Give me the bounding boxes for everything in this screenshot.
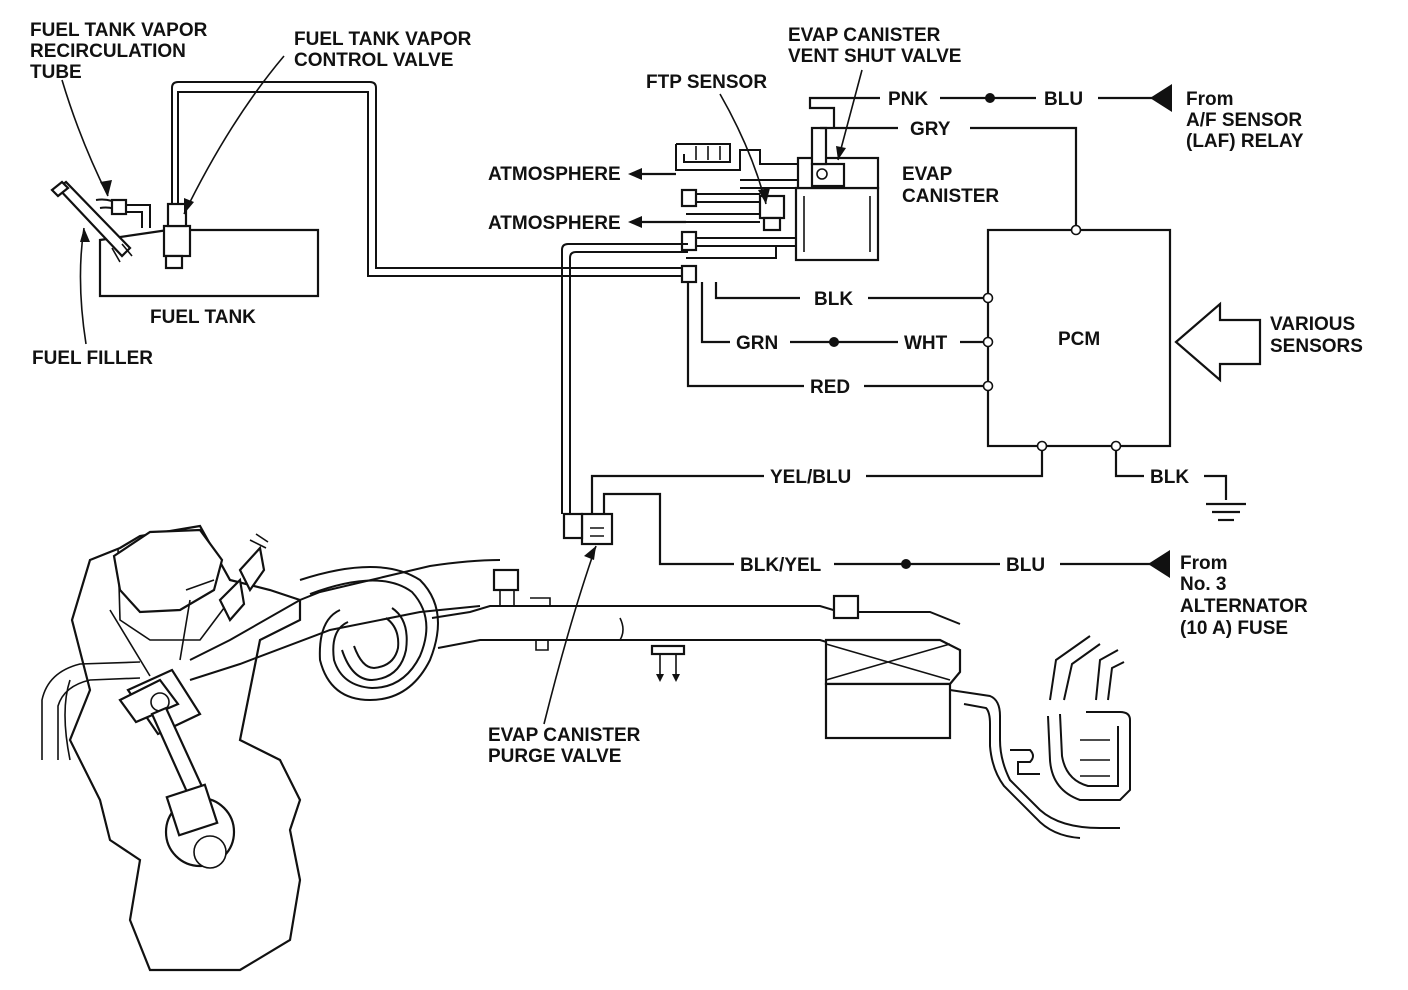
- label-vapor-recirc-tube-line1: FUEL TANK VAPOR: [30, 20, 208, 41]
- label-atmosphere-2: ATMOSPHERE: [488, 213, 621, 234]
- wire-label-pnk: PNK: [888, 89, 928, 110]
- intake-snorkel: [949, 635, 1131, 839]
- label-vent-shut-valve-line2: VENT SHUT VALVE: [788, 46, 961, 67]
- label-various-sensors: VARIOUS SENSORS: [1270, 314, 1363, 357]
- splice-dot-top: [985, 93, 995, 103]
- label-evap-canister-line2: CANISTER: [902, 186, 999, 207]
- various-sensors-arrow: [1174, 301, 1262, 383]
- label-vapor-recirc-tube-line2: RECIRCULATION: [30, 41, 186, 62]
- wire-blk-top: [714, 282, 984, 300]
- label-pcm: PCM: [1058, 329, 1100, 350]
- connector-arrow-bottom: [1148, 550, 1170, 578]
- wire-gry: [820, 126, 1078, 226]
- splice-dot-grn-wht: [829, 337, 839, 347]
- wire-label-blk-yel: BLK/YEL: [740, 555, 822, 576]
- pcm-box: [986, 228, 1172, 448]
- wire-grn-wht: [700, 282, 984, 344]
- label-from-af-sensor-line1: From: [1186, 89, 1234, 110]
- canister-ports: [675, 143, 798, 284]
- label-vapor-recirc-tube-line3: TUBE: [30, 62, 82, 83]
- cylinder-head: [109, 528, 224, 677]
- label-evap-canister-line1: EVAP: [902, 164, 953, 185]
- label-evap-canister: EVAP CANISTER: [902, 164, 999, 207]
- wire-label-blu-top: BLU: [1044, 89, 1083, 110]
- wire-label-red: RED: [810, 377, 850, 398]
- label-from-alternator-line1: From: [1180, 553, 1228, 574]
- fuel-tank: [98, 228, 320, 298]
- purge-line: [569, 251, 688, 514]
- intake-tube: [431, 568, 961, 651]
- wire-blk-ground: [1114, 450, 1228, 500]
- label-ftp-sensor: FTP SENSOR: [646, 72, 767, 93]
- vapor-recirculation-tube: [95, 198, 151, 228]
- wire-blk-yel: [602, 492, 1160, 566]
- label-various-sensors-line2: SENSORS: [1270, 336, 1363, 357]
- label-from-alternator-line3: ALTERNATOR: [1180, 596, 1308, 617]
- fuel-filler-neck: [50, 180, 133, 263]
- label-from-af-sensor-line2: A/F SENSOR: [1186, 110, 1302, 131]
- wire-label-blu-bottom: BLU: [1006, 555, 1045, 576]
- label-vapor-recirc-tube: FUEL TANK VAPOR RECIRCULATION TUBE: [30, 20, 208, 83]
- label-from-alternator-fuse: From No. 3 ALTERNATOR (10 A) FUSE: [1180, 553, 1308, 639]
- wire-label-wht: WHT: [904, 333, 948, 354]
- label-from-alternator-line4: (10 A) FUSE: [1180, 618, 1288, 639]
- wire-label-gry: GRY: [910, 119, 951, 140]
- wire-pnk: [808, 96, 880, 128]
- connecting-rod: [150, 706, 236, 869]
- label-from-af-sensor: From A/F SENSOR (LAF) RELAY: [1186, 89, 1304, 152]
- wire-red: [686, 282, 984, 388]
- intake-plenum: [299, 566, 439, 702]
- wire-label-grn: GRN: [736, 333, 778, 354]
- label-fuel-tank: FUEL TANK: [150, 307, 256, 328]
- label-various-sensors-line1: VARIOUS: [1270, 314, 1355, 335]
- label-vapor-control-valve-line2: CONTROL VALVE: [294, 50, 453, 71]
- label-purge-valve: EVAP CANISTER PURGE VALVE: [488, 725, 641, 767]
- wire-label-blk-ground: BLK: [1150, 467, 1189, 488]
- splice-dot-bottom: [901, 559, 911, 569]
- vapor-line: [171, 81, 688, 269]
- atmosphere-arrow-1: [628, 168, 676, 180]
- purge-valve: [562, 512, 614, 546]
- wire-label-blk-top: BLK: [814, 289, 853, 310]
- ftp-sensor: [758, 194, 786, 232]
- label-vent-shut-valve-line1: EVAP CANISTER: [788, 25, 941, 46]
- label-vent-shut-valve: EVAP CANISTER VENT SHUT VALVE: [788, 25, 961, 67]
- label-from-alternator-line2: No. 3: [1180, 574, 1226, 595]
- label-purge-valve-line1: EVAP CANISTER: [488, 725, 641, 746]
- connector-arrow-top: [1150, 84, 1172, 112]
- intake-runner: [189, 533, 501, 681]
- label-vapor-control-valve: FUEL TANK VAPOR CONTROL VALVE: [294, 29, 472, 71]
- wire-yel-blu: [590, 450, 1044, 514]
- ground-symbol: [1206, 502, 1246, 522]
- intake-port-arrows: [650, 644, 686, 682]
- label-fuel-filler: FUEL FILLER: [32, 348, 153, 369]
- leader-lines: [61, 55, 863, 725]
- label-from-af-sensor-line3: (LAF) RELAY: [1186, 131, 1304, 152]
- vent-shut-valve: [810, 126, 846, 188]
- label-atmosphere-1: ATMOSPHERE: [488, 164, 621, 185]
- vapor-control-valve: [162, 202, 192, 270]
- atmosphere-arrow-2: [628, 216, 686, 228]
- label-purge-valve-line2: PURGE VALVE: [488, 746, 621, 767]
- label-vapor-control-valve-line1: FUEL TANK VAPOR: [294, 29, 472, 50]
- wire-label-yel-blu: YEL/BLU: [770, 467, 851, 488]
- piston: [118, 668, 202, 736]
- air-cleaner-box: [824, 594, 962, 740]
